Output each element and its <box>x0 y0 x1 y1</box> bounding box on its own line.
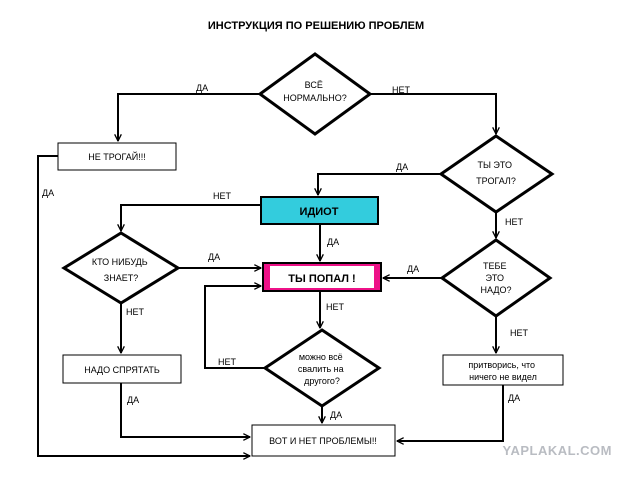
decision-tebe-nado: ТЕБЕ ЭТО НАДО? <box>439 238 553 318</box>
decision-svalit-line: свалить на <box>298 364 344 374</box>
box-idiot-label: ИДИОТ <box>300 206 339 218</box>
box-ne-trogai-label: НЕ ТРОГАЙ!!! <box>88 151 146 162</box>
box-ty-popal-label: ТЫ ПОПАЛ ! <box>288 273 355 285</box>
decision-tebe-nado-line: ТЕБЕ <box>483 261 506 271</box>
box-idiot: ИДИОТ <box>260 196 379 225</box>
edge-svalit-net <box>204 286 265 369</box>
box-net-problemy: ВОТ И НЕТ ПРОБЛЕМЫ!! <box>251 424 396 457</box>
svg-text:ТЕБЕ ЭТО НАДО?: ТЕБЕ ЭТО НАДО? <box>481 261 512 295</box>
label-da: ДА <box>330 410 342 420</box>
decision-svalit-line: другого? <box>304 376 340 386</box>
decision-tebe-nado-line: НАДО? <box>481 285 512 295</box>
edge-ne-trogai-problemy <box>37 155 250 456</box>
edge-pritvoris-da <box>397 385 504 441</box>
edge-vse-normalno-da <box>118 93 260 141</box>
watermark: YAPLAKAL.COM <box>502 443 612 458</box>
label-da: ДА <box>407 264 419 274</box>
decision-vse-normalno: ВСЁ НОРМАЛЬНО? <box>257 52 373 136</box>
label-net: НЕТ <box>126 307 145 317</box>
label-net: НЕТ <box>213 191 232 201</box>
label-da: ДА <box>508 393 520 403</box>
decision-ty-eto-trogal-line: ТЫ ЭТО <box>477 160 512 170</box>
chart-title: ИНСТРУКЦИЯ ПО РЕШЕНИЮ ПРОБЛЕМ <box>208 20 424 32</box>
decision-kto-znaet-line: ЗНАЕТ? <box>104 273 138 283</box>
label-net: НЕТ <box>505 217 524 227</box>
decision-kto-znaet-line: КТО НИБУДЬ <box>92 257 148 267</box>
svg-text:можно всё свалить на: можно всё свалить на другого? <box>298 352 346 386</box>
decision-vse-normalno-line: ВСЁ <box>305 80 323 90</box>
box-ty-popal: ТЫ ПОПАЛ ! <box>262 262 382 292</box>
decision-kto-znaet: КТО НИБУДЬ ЗНАЕТ? <box>61 231 181 305</box>
edge-trogal-da <box>318 173 441 195</box>
label-net: НЕТ <box>326 302 345 312</box>
decision-svalit: можно всё свалить на другого? <box>262 328 382 408</box>
box-ne-trogai: НЕ ТРОГАЙ!!! <box>57 142 177 171</box>
label-da: ДА <box>208 252 220 262</box>
label-da: ДА <box>327 237 339 247</box>
box-net-problemy-label: ВОТ И НЕТ ПРОБЛЕМЫ!! <box>269 436 377 446</box>
box-nado-spryatat: НАДО СПРЯТАТЬ <box>62 354 182 384</box>
svg-text:ВСЁ НОРМАЛЬНО?: ВСЁ НОРМАЛЬНО? <box>283 80 346 103</box>
svg-text:КТО НИБУДЬ ЗНАЕТ?: КТО НИБУДЬ ЗНАЕТ? <box>92 257 150 283</box>
label-da: ДА <box>396 162 408 172</box>
decision-svalit-line: можно всё <box>299 352 343 362</box>
svg-text:притворись, что ничего: притворись, что ничего не видел <box>468 360 537 382</box>
box-pritvoris-line: ничего не видел <box>469 372 537 382</box>
box-pritvoris: притворись, что ничего не видел <box>442 354 564 386</box>
decision-tebe-nado-line: ЭТО <box>485 273 504 283</box>
edge-vse-normalno-net <box>370 93 496 134</box>
decision-vse-normalno-line: НОРМАЛЬНО? <box>283 93 346 103</box>
label-net: НЕТ <box>218 357 237 367</box>
label-net: НЕТ <box>392 85 411 95</box>
box-pritvoris-line: притворись, что <box>468 360 535 370</box>
label-da: ДА <box>127 395 139 405</box>
label-da: ДА <box>196 83 208 93</box>
box-nado-spryatat-label: НАДО СПРЯТАТЬ <box>84 365 160 375</box>
edge-spryatat-da <box>120 383 250 437</box>
svg-text:ТЫ ЭТО ТРОГАЛ?: ТЫ ЭТО ТРОГАЛ? <box>476 160 516 186</box>
decision-ty-eto-trogal-line: ТРОГАЛ? <box>476 176 516 186</box>
label-da: ДА <box>42 188 54 198</box>
edge-idiot-net <box>121 204 261 231</box>
label-net: НЕТ <box>510 328 529 338</box>
decision-ty-eto-trogal: ТЫ ЭТО ТРОГАЛ? <box>438 134 555 214</box>
